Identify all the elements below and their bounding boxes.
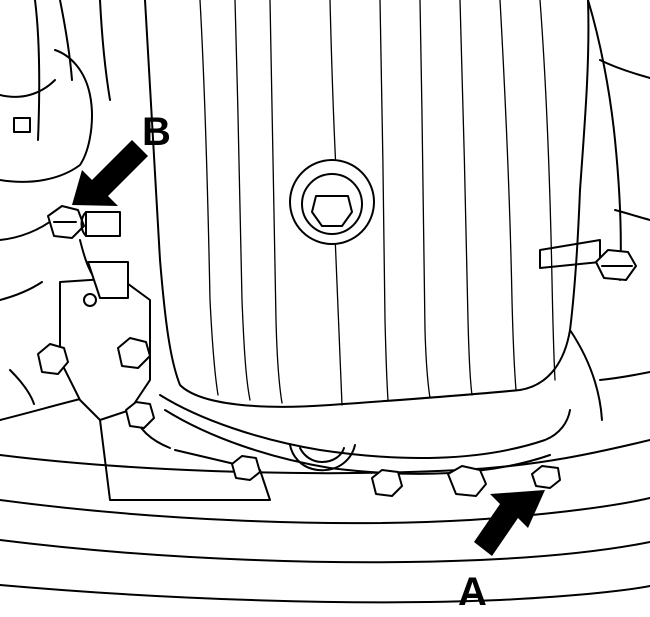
drain-plug-a bbox=[447, 465, 487, 497]
callout-label-a: A bbox=[458, 570, 487, 614]
left-bolts bbox=[37, 337, 155, 429]
floor-contour-lines bbox=[0, 391, 650, 604]
right-bolt bbox=[595, 249, 637, 281]
oil-pan-flange bbox=[159, 394, 571, 475]
callout-arrow-a bbox=[474, 490, 545, 556]
bolt-b bbox=[47, 205, 121, 239]
left-housing bbox=[0, 0, 111, 405]
fill-plug bbox=[289, 159, 375, 245]
callout-arrow-b bbox=[72, 140, 148, 206]
transmission-case bbox=[144, 0, 650, 421]
pan-bolts bbox=[231, 455, 561, 497]
callout-label-b: B bbox=[142, 110, 171, 154]
